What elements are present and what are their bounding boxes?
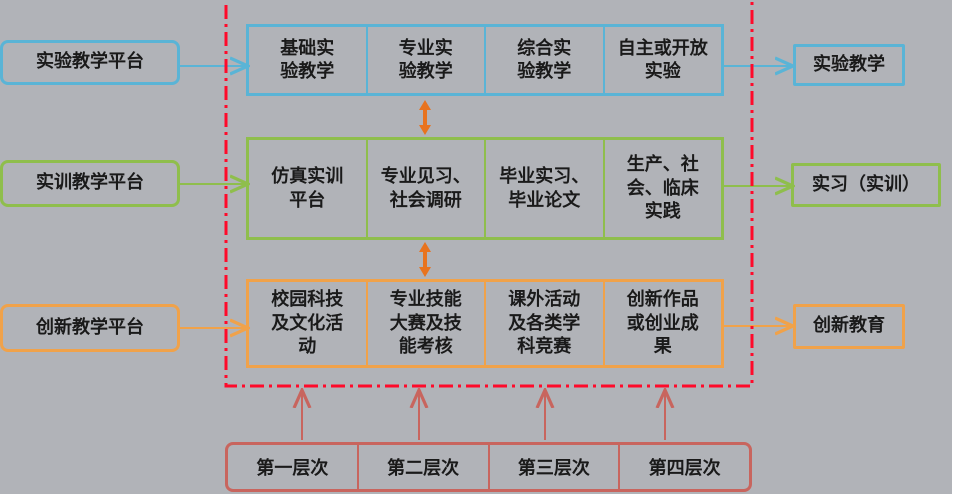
platform-label: 创新教学平台 bbox=[36, 316, 144, 338]
right-edge-strip bbox=[952, 0, 958, 494]
platform-label: 实训教学平台 bbox=[36, 172, 144, 194]
outcome-experiment-teaching: 实验教学 bbox=[793, 44, 905, 86]
row-cell: 专业实 验教学 bbox=[365, 27, 485, 93]
double-arrow-2 bbox=[419, 242, 431, 277]
row-cell: 毕业实习、 毕业论文 bbox=[484, 140, 603, 237]
outcome-label: 创新教育 bbox=[813, 315, 885, 337]
platform-label: 实验教学平台 bbox=[36, 51, 144, 73]
red-dashed-frame bbox=[224, 0, 754, 388]
row-cell: 自主或开放 实验 bbox=[602, 27, 722, 93]
double-arrow-1 bbox=[419, 100, 431, 135]
level-1: 第一层次 bbox=[256, 458, 329, 479]
outcome-label: 实习（实训） bbox=[812, 173, 920, 195]
row-training: 仿真实训 平台 专业见习、 社会调研 毕业实习、 毕业论文 生产、社 会、临床 … bbox=[246, 137, 724, 240]
row-cell: 仿真实训 平台 bbox=[271, 166, 344, 211]
outcome-label: 实验教学 bbox=[813, 53, 885, 75]
row-cell: 生产、社 会、临床 实践 bbox=[602, 140, 722, 237]
level-2: 第二层次 bbox=[356, 445, 488, 489]
row-experiment: 基础实 验教学 专业实 验教学 综合实 验教学 自主或开放 实验 bbox=[246, 24, 724, 96]
level-4: 第四层次 bbox=[618, 445, 749, 489]
row-cell: 校园科技 及文化活 动 bbox=[271, 289, 344, 358]
row-cell: 专业技能 大赛及技 能考核 bbox=[365, 282, 485, 365]
row-innovation: 校园科技 及文化活 动 专业技能 大赛及技 能考核 课外活动 及各类学 科竞赛 … bbox=[246, 279, 724, 368]
level-3: 第三层次 bbox=[487, 445, 619, 489]
outcome-internship: 实习（实训） bbox=[791, 163, 941, 207]
row-cell: 创新作品 或创业成 果 bbox=[602, 282, 722, 365]
row-cell: 课外活动 及各类学 科竞赛 bbox=[484, 282, 603, 365]
levels-bar: 第一层次 第二层次 第三层次 第四层次 bbox=[225, 442, 752, 492]
row-cell: 专业见习、 社会调研 bbox=[365, 140, 485, 237]
platform-innovation: 创新教学平台 bbox=[0, 304, 180, 352]
outcome-innovation-education: 创新教育 bbox=[793, 304, 905, 349]
platform-experiment: 实验教学平台 bbox=[0, 40, 180, 85]
platform-training: 实训教学平台 bbox=[0, 160, 180, 207]
row-cell: 综合实 验教学 bbox=[484, 27, 603, 93]
row-cell: 基础实 验教学 bbox=[280, 37, 335, 82]
